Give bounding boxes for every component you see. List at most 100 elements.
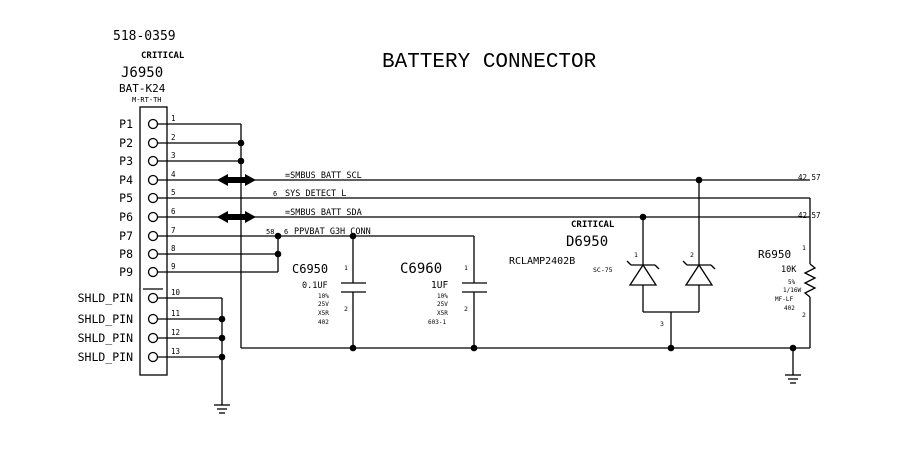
d6950-critical-label: CRITICAL xyxy=(571,220,615,230)
connector-part-number: 518-0359 xyxy=(113,29,176,44)
c6960-package: 603-1 xyxy=(428,319,446,326)
c6960-pin2: 2 xyxy=(464,305,468,313)
connector-pin-number: 9 xyxy=(171,262,176,271)
d6950-value: RCLAMP2402B xyxy=(509,256,575,267)
connector-pin-name: SHLD_PIN xyxy=(78,350,133,364)
d6950-a-zener-tick-left xyxy=(626,260,632,266)
sda-page-ref: 42 57 xyxy=(798,211,821,220)
c6950-dielectric: X5R xyxy=(318,310,329,317)
r6950-tolerance: 5% xyxy=(788,279,796,286)
connector-pin-name: P5 xyxy=(119,191,133,205)
c6960-dielectric: X5R xyxy=(437,310,448,317)
connector-pin-socket xyxy=(147,313,159,325)
connector-pin-name: SHLD_PIN xyxy=(78,312,133,326)
connector-value: BAT-K24 xyxy=(119,82,166,95)
connector-pin-11: SHLD_PIN 11 xyxy=(78,309,222,326)
r6950-type: MF-LF xyxy=(775,296,793,303)
connector-pin-number: 7 xyxy=(171,226,176,235)
ground-left-icon xyxy=(214,404,230,414)
connector-pin-number: 11 xyxy=(171,309,180,318)
r6950-pin2: 2 xyxy=(802,311,806,319)
c6960-tolerance: 10% xyxy=(437,293,448,300)
detect-net-prefix: 6 xyxy=(273,190,277,198)
connector-pin-socket xyxy=(147,155,159,167)
connector-pin-number: 8 xyxy=(171,244,176,253)
c6950-value: 0.1UF xyxy=(302,281,328,291)
connector-pin-number: 3 xyxy=(171,151,176,160)
junction-c6950-top xyxy=(349,232,357,240)
sda-arrow-right-icon xyxy=(245,211,256,223)
c6960-refdes: C6960 xyxy=(400,261,442,277)
connector-pin-name: SHLD_PIN xyxy=(78,291,133,305)
connector-pin-number: 1 xyxy=(171,114,176,123)
connector-pin-number: 12 xyxy=(171,328,180,337)
c6960-voltage: 25V xyxy=(437,301,448,308)
r6950-resistor-icon xyxy=(803,263,817,298)
r6950-refdes: R6950 xyxy=(758,248,791,261)
scl-net-label: =SMBUS_BATT_SCL xyxy=(285,171,362,181)
connector-pin-socket xyxy=(147,192,159,204)
r6950-value: 10K xyxy=(781,265,797,275)
connector-critical-label: CRITICAL xyxy=(141,51,185,61)
c6960-pin1: 1 xyxy=(464,264,468,272)
junction-shld-12 xyxy=(218,334,226,342)
connector-pin-socket xyxy=(147,351,159,363)
connector-pin-socket xyxy=(147,248,159,260)
connector-pin-10: SHLD_PIN 10 xyxy=(78,288,222,305)
schematic-title: BATTERY CONNECTOR xyxy=(382,51,597,74)
c6960-value: 1UF xyxy=(431,280,448,291)
d6950-pin2: 2 xyxy=(690,251,694,259)
scl-page-ref: 42 57 xyxy=(798,173,821,182)
ppvbat-net-label: PPVBAT_G3H_CONN xyxy=(294,227,371,237)
connector-pin-number: 13 xyxy=(171,347,180,356)
junction-c6950-bottom xyxy=(349,344,357,352)
d6950-b-diode-icon xyxy=(684,263,714,286)
junction-c6960-bottom xyxy=(470,344,478,352)
c6950-pin2: 2 xyxy=(344,305,348,313)
sda-arrow-body xyxy=(227,214,245,220)
junction-p3 xyxy=(237,157,245,165)
junction-ground-right xyxy=(789,344,797,352)
connector-pin-number: 5 xyxy=(171,188,176,197)
connector-pin-socket xyxy=(147,174,159,186)
ppvbat-net-prefix: 6 xyxy=(284,228,288,236)
scl-arrow-right-icon xyxy=(245,174,256,186)
sda-arrow-left-icon xyxy=(217,211,228,223)
connector-pin-number: 10 xyxy=(171,288,181,297)
junction-d6950-ground xyxy=(667,344,675,352)
c6950-tolerance: 10% xyxy=(318,293,329,300)
scl-arrow-left-icon xyxy=(217,174,228,186)
d6950-pin1: 1 xyxy=(634,251,638,259)
connector-refdes: J6950 xyxy=(121,65,163,81)
d6950-b-zener-tick-right xyxy=(710,264,716,270)
c6950-refdes: C6950 xyxy=(292,262,328,276)
connector-pin-9: P9 9 xyxy=(119,262,278,279)
scl-arrow-body xyxy=(227,177,245,183)
connector-pin-socket xyxy=(147,292,159,304)
c6950-pin1: 1 xyxy=(344,264,348,272)
connector-pin-number: 6 xyxy=(171,207,176,216)
junction-d6950-sda xyxy=(639,213,647,221)
connector-pin-socket xyxy=(147,332,159,344)
r6950-pin1: 1 xyxy=(802,244,806,252)
connector-pin-name: P9 xyxy=(119,265,133,279)
detect-net-label: SYS_DETECT_L xyxy=(285,189,346,199)
d6950-package: SC-75 xyxy=(593,266,613,274)
connector-pin-number: 2 xyxy=(171,133,176,142)
connector-pin-name: P3 xyxy=(119,154,133,168)
junction-d6950-scl xyxy=(695,176,703,184)
junction-shld-11 xyxy=(218,315,226,323)
ground-right-icon xyxy=(785,374,801,384)
connector-pin-name: P6 xyxy=(119,210,133,224)
d6950-a-zener-tick-right xyxy=(654,264,660,270)
c6950-package: 402 xyxy=(318,319,329,326)
connector-footprint: M-RT-TH xyxy=(132,96,162,104)
connector-pin-5: P5 5 xyxy=(119,188,175,205)
r6950-package: 402 xyxy=(784,305,795,312)
connector-pin-socket xyxy=(147,230,159,242)
